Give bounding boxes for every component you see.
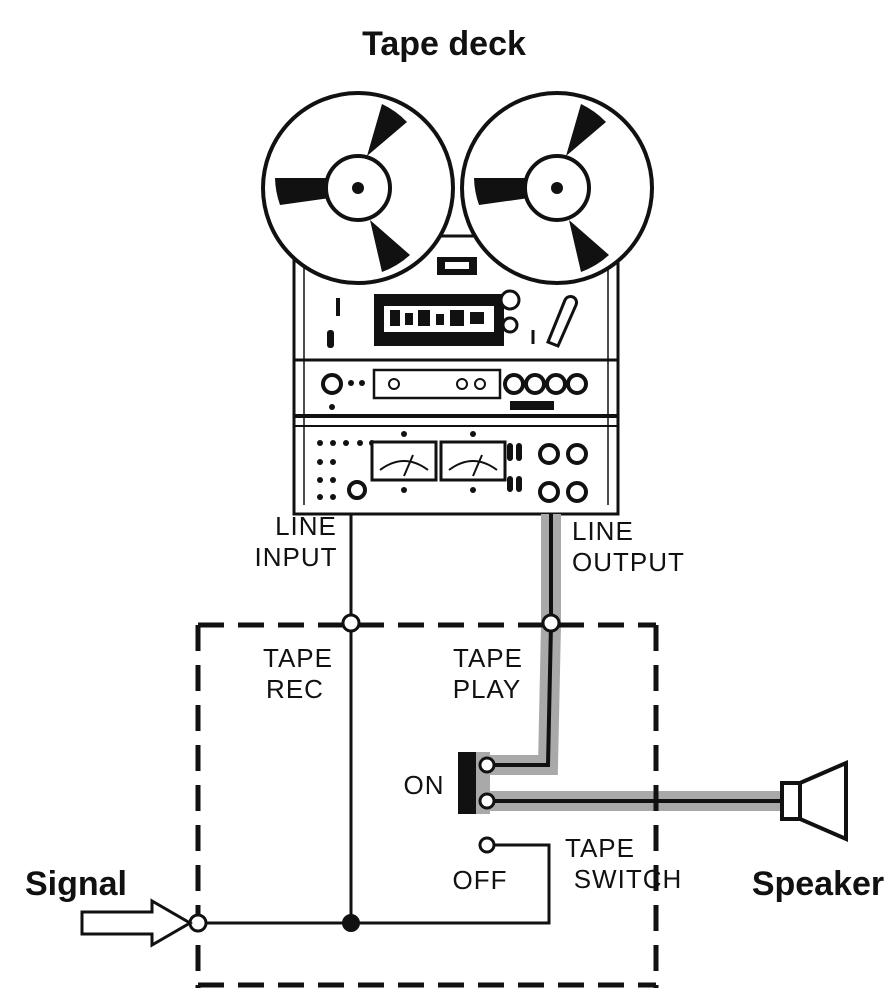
tape-rec-label-2: REC xyxy=(266,674,324,704)
speaker-icon xyxy=(780,759,848,843)
switch-off-contact xyxy=(478,836,496,854)
tape-switch xyxy=(458,752,496,854)
tape-play-label-2: PLAY xyxy=(453,674,522,704)
tape-switch-label-2: SWITCH xyxy=(574,864,683,894)
wiring xyxy=(198,514,782,925)
signal-junction-node xyxy=(342,914,360,932)
off-loop-wire xyxy=(198,843,551,925)
right-reel xyxy=(460,91,654,285)
tape-play-label-1: TAPE xyxy=(453,643,523,673)
switch-on-contact xyxy=(478,756,496,774)
line-input-label-2: INPUT xyxy=(255,542,338,572)
line-output-label-1: LINE xyxy=(572,516,634,546)
left-reel xyxy=(261,91,455,285)
switch-common-contact xyxy=(478,792,496,810)
tape-rec-label-1: TAPE xyxy=(263,643,333,673)
tape-play-node xyxy=(541,613,561,633)
signal-arrow-icon xyxy=(80,898,193,948)
diagram-title: Tape deck xyxy=(362,25,526,63)
line-input-label-1: LINE xyxy=(275,511,337,541)
tape-deck xyxy=(261,91,654,516)
speaker-label: Speaker xyxy=(752,865,884,903)
switch-on-label: ON xyxy=(404,770,445,800)
tape-switch-lever xyxy=(458,752,480,814)
signal-label: Signal xyxy=(25,865,127,903)
tape-rec-node xyxy=(341,613,361,633)
line-output-wire xyxy=(485,514,553,767)
switch-off-label: OFF xyxy=(453,865,508,895)
tape-switch-label-1: TAPE xyxy=(565,833,635,863)
line-output-label-2: OUTPUT xyxy=(572,547,685,577)
